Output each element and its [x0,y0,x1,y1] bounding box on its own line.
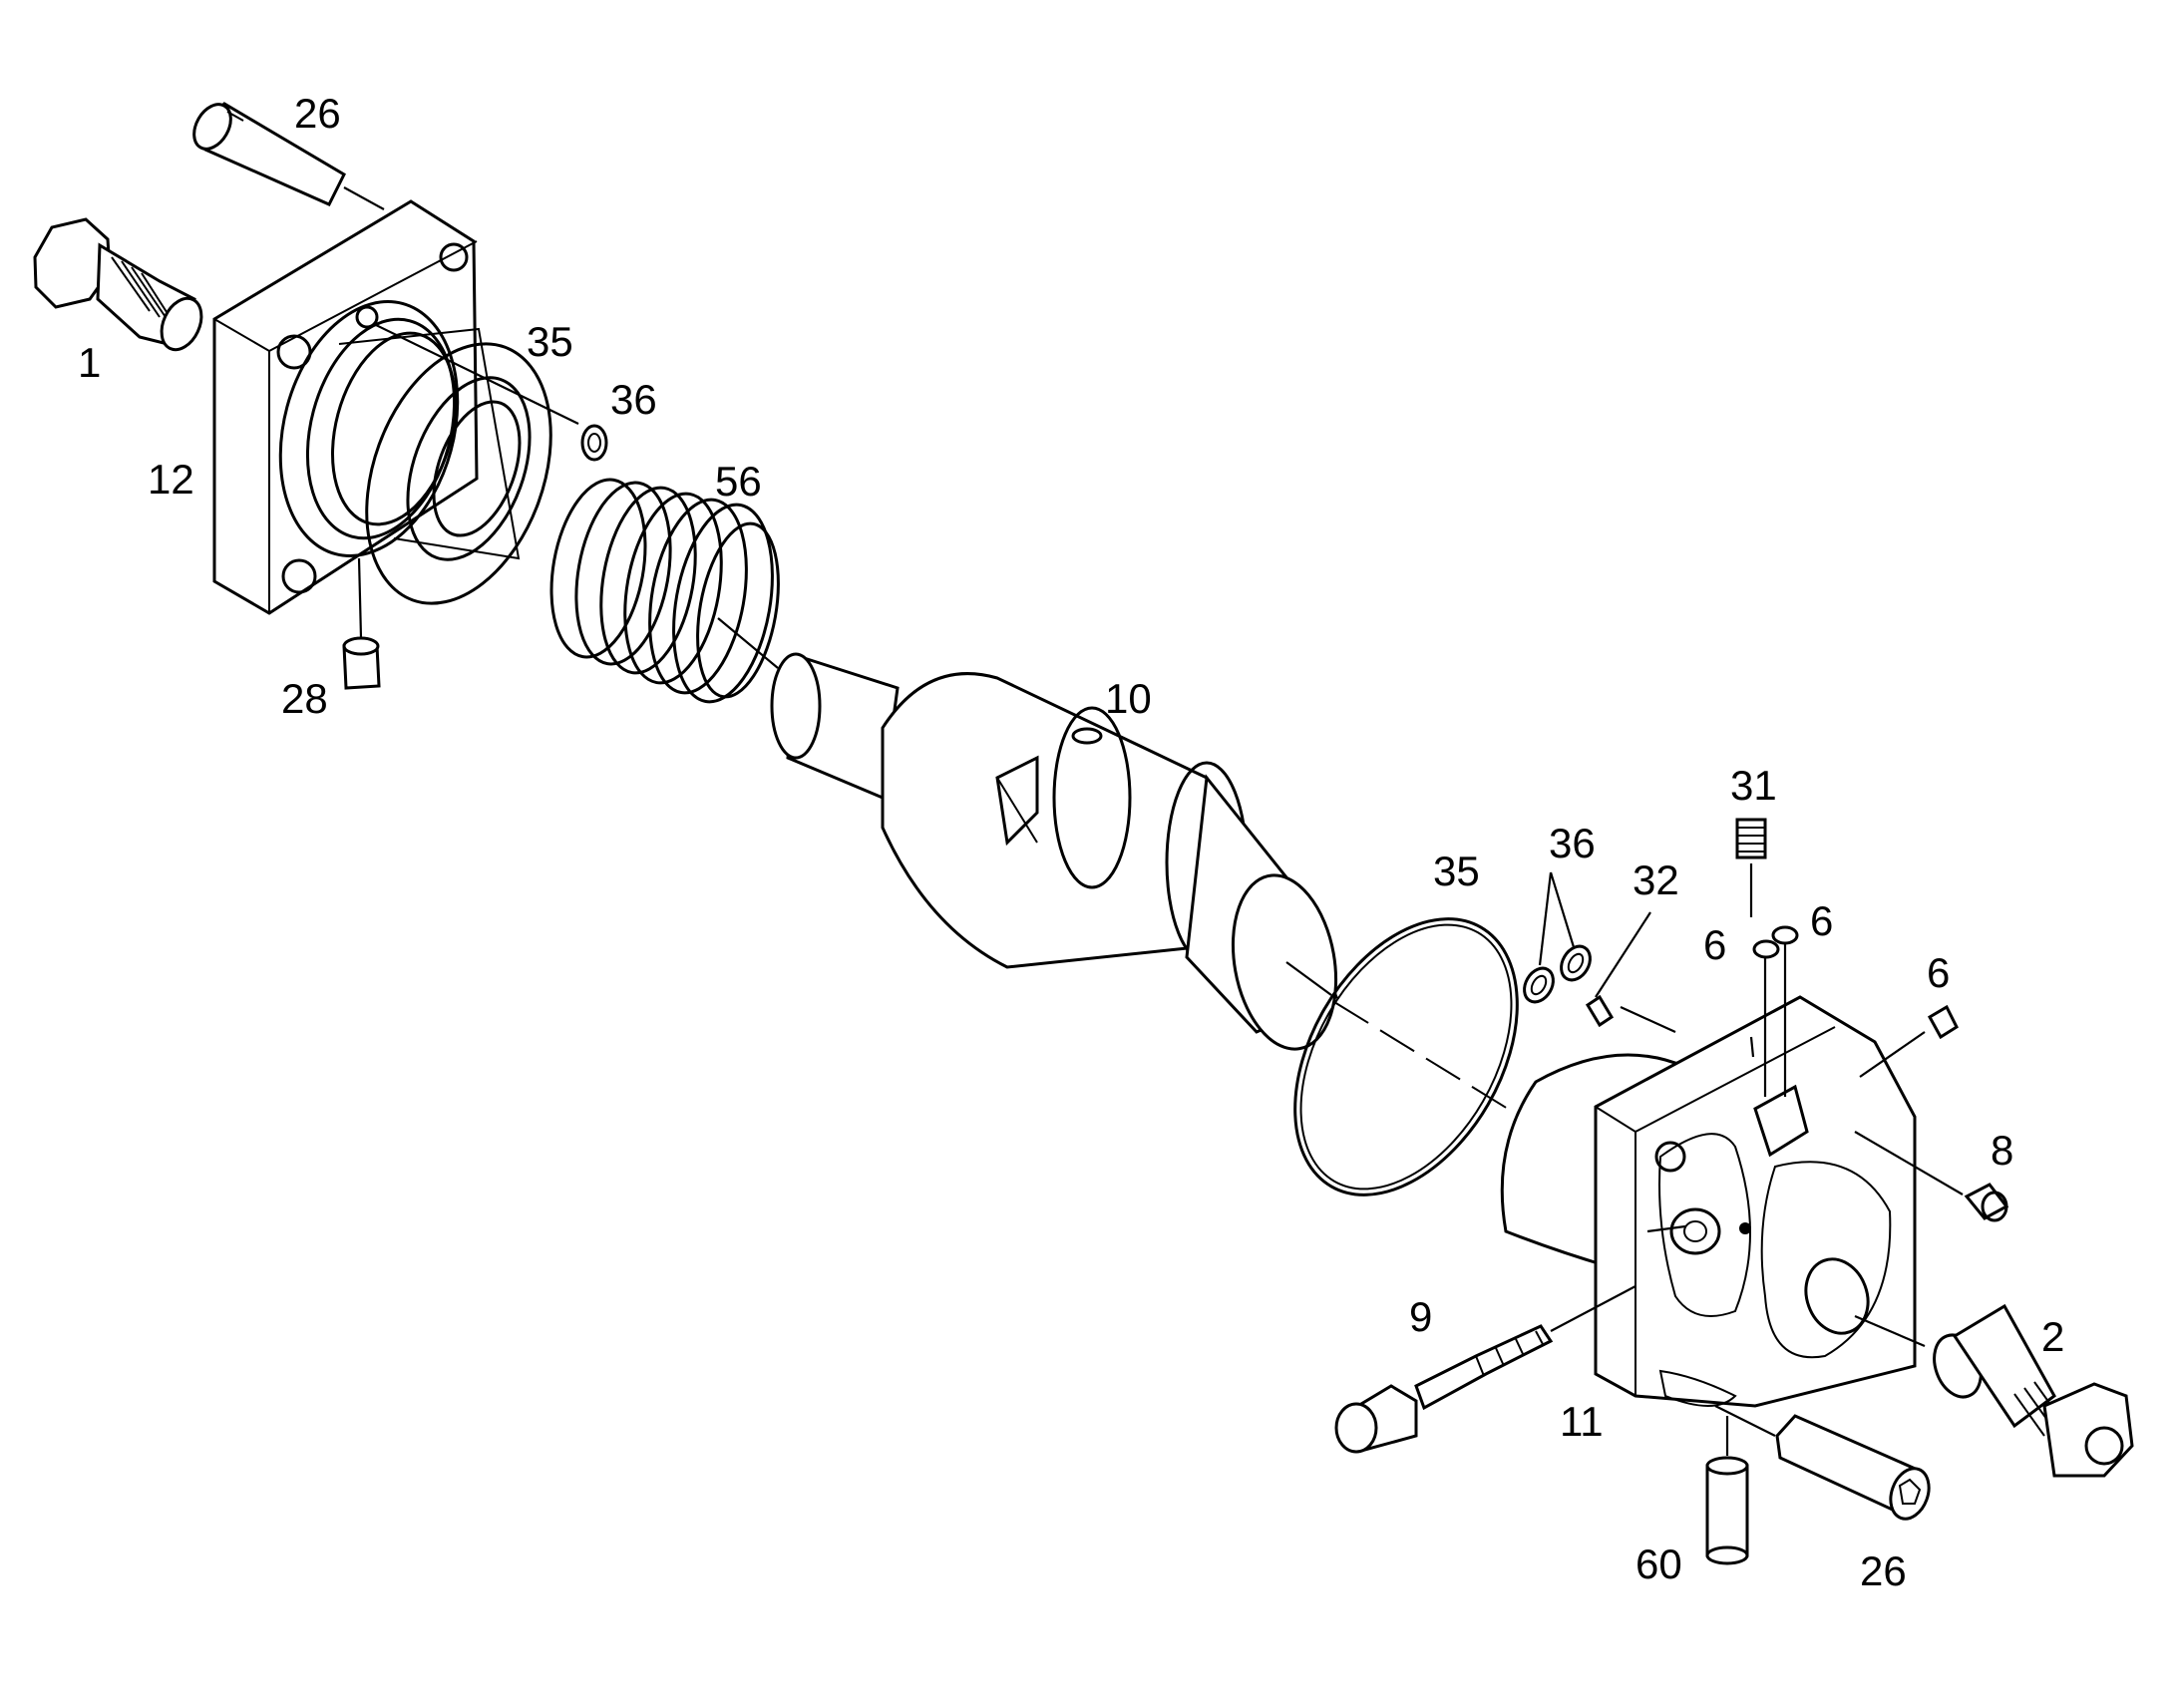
callout-6a: 6 [1703,921,1726,968]
part-60-part[interactable] [1705,1416,1749,1565]
part-31-set-screw[interactable] [1735,818,1767,1058]
callout-26-bottom: 26 [1860,1547,1907,1594]
part-32-pin[interactable] [1585,911,1676,1034]
callout-12: 12 [148,456,194,503]
part-26-cap-screw-lower[interactable] [1714,1405,1936,1525]
part-12-flange[interactable] [212,199,521,615]
callout-35-lower: 35 [1433,848,1480,894]
callout-6b: 6 [1810,897,1833,944]
part-36-washer-upper[interactable] [580,424,608,462]
callout-32: 32 [1633,856,1679,903]
part-8-plug[interactable] [1854,1131,2009,1222]
callout-36-lower: 36 [1549,820,1596,866]
callout-35-top: 35 [527,318,573,365]
part-10-rotor[interactable] [770,652,1349,1057]
part-2-fitting[interactable] [1926,1303,2134,1478]
part-36-washers-lower[interactable] [1519,871,1597,1007]
callout-9: 9 [1409,1293,1432,1340]
callout-28: 28 [281,675,328,722]
part-11-housing[interactable] [1500,995,1926,1408]
callout-1: 1 [78,339,101,386]
part-56-spring[interactable] [539,473,791,710]
callout-2: 2 [2041,1313,2064,1360]
part-6-plug-c[interactable] [1859,1004,1959,1078]
callout-56: 56 [715,458,762,505]
part-35-o-ring-upper[interactable] [333,318,584,629]
callout-36-top: 36 [610,376,657,423]
callout-26-top: 26 [294,90,341,137]
part-1-fitting[interactable] [33,217,209,356]
callout-31: 31 [1730,762,1777,809]
part-6-plug-a[interactable] [1752,939,1780,1097]
callout-11: 11 [1560,1398,1604,1445]
part-26-cap-screw-top[interactable] [186,98,385,210]
callout-6c: 6 [1927,949,1950,996]
callout-8: 8 [1991,1127,2013,1174]
part-9-valve[interactable] [1334,1285,1636,1454]
callout-60: 60 [1635,1540,1682,1587]
part-28-plug[interactable] [342,557,381,690]
part-35-o-ring-lower[interactable] [1250,880,1564,1234]
callout-10: 10 [1105,675,1152,722]
part-6-plug-b[interactable] [1771,925,1799,1097]
